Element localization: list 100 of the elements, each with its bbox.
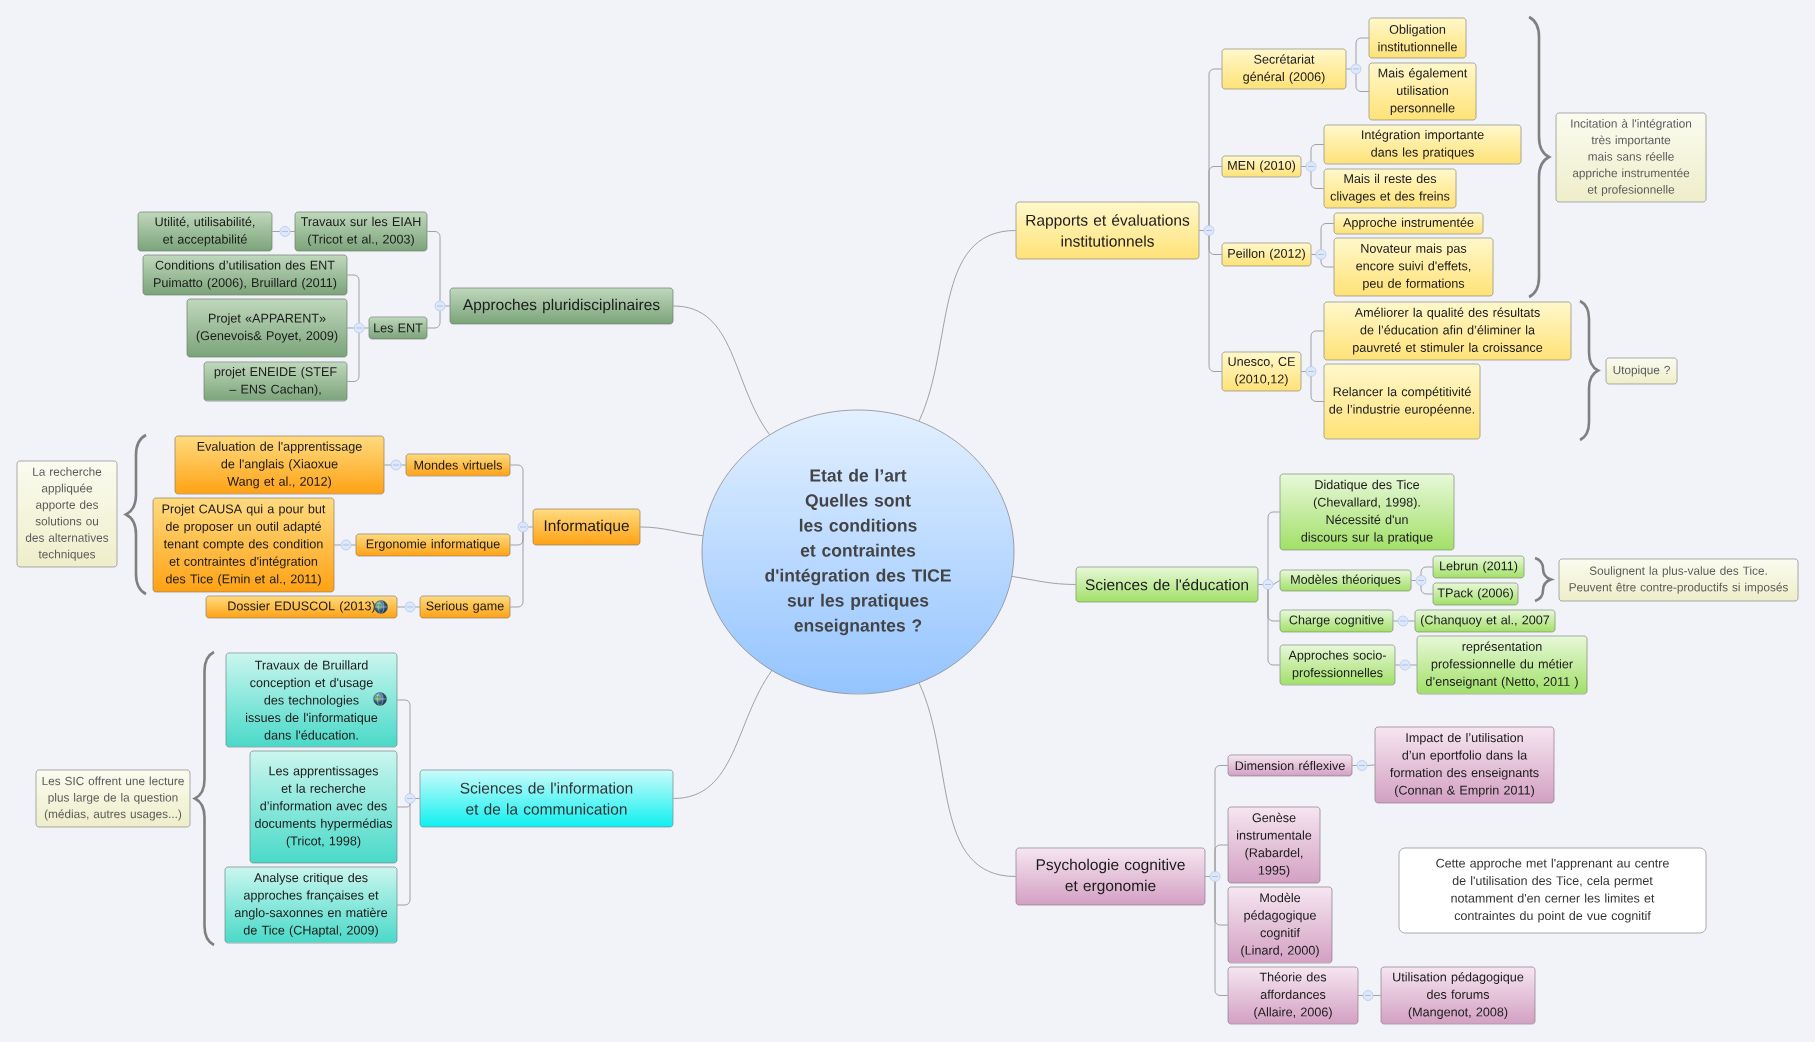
note-box: Les SIC offrent une lecture plus large de la question (médias, autres usages...) [35,769,191,828]
connector [271,231,281,232]
connector [918,230,1017,422]
subtopic-box: Conditions d’utilisation des ENT Puimatto (2006), Bruillard (2011) [142,254,348,296]
subtopic-box: Didatique des Tice (Chevallard, 1998). Nécessité d'un discours sur la pratique [1279,473,1455,551]
connector [1208,235,1223,372]
subtopic-box: Travaux de Bruillard conception et d'usage des technologies issues de l'informatique dans l'éducation. [225,652,398,748]
note-box: Soulignent la plus-value des Tice. Peuvent être contre-productifs si imposés [1558,558,1799,602]
subtopic-box: Ergonomie informatique [355,533,511,557]
subtopic-box: Intégration importante dans les pratiques [1323,124,1522,165]
connector [509,531,524,608]
topic-box: Psychologie cognitive et ergonomie [1015,847,1206,906]
subtopic-box: Unesco, CE (2010,12) [1221,351,1302,392]
connector [350,544,357,546]
note-box: La recherche appliquée apporte des solutions ou des alternatives techniques [16,460,118,568]
connector [1011,576,1077,585]
subtopic-box: Obligation institutionnelle [1368,17,1467,59]
connector [1310,376,1325,402]
connector [396,606,406,608]
connector [1320,223,1335,250]
subtopic-box: Modèle pédagogique cognitif (Linard, 2000) [1227,886,1333,964]
topic-box: Rapports et évaluations institutionnels [1015,201,1200,260]
subtopic-box: Approches socio-professionnelles [1279,644,1396,686]
connector [414,798,421,799]
connector [1355,37,1370,65]
subtopic-box: Relancer la compétitivité de l’industrie européenne. [1323,363,1481,440]
connector [1392,620,1399,622]
connector [1372,995,1382,996]
connector [1267,589,1281,666]
subtopic-box: Evaluation de l'apprentissage de l'anglais (Xiaoxue Wang et al., 2012) [174,435,385,495]
subtopic-box: Serious game [419,595,511,619]
connector [1310,330,1325,367]
connector [333,544,342,546]
subtopic-box: TPack (2006) [1432,582,1519,606]
connector [1267,511,1281,580]
connector [1407,620,1416,622]
connector [414,606,421,608]
connector [426,231,441,302]
subtopic-box: Projet «APPARENT» (Genevois& Poyet, 2009) [186,298,348,358]
connector [1410,580,1417,581]
subtopic-box: Mais il reste des clivages et des freins [1323,168,1457,209]
connector [396,803,411,906]
connector [1355,73,1370,92]
connector [1204,876,1211,877]
connector [1345,68,1352,70]
subtopic-box: représentation professionnelle du métier d’enseignant (Netto, 2011 ) [1416,635,1588,695]
note-box: Cette approche met l'apprenant au centre de l'utilisation des Tice, cela permet notamment d'en cerner les limites et contraintes du point de vue cognitif [1398,847,1707,934]
subtopic-box: Modèles théoriques [1279,569,1412,592]
subtopic-box: Impact de l’utilisation d’un eportfolio dans la formation des enseignants (Connan & Emprin 2011) [1374,726,1555,804]
subtopic-box: Les ENT [368,316,428,340]
subtopic-box: Novateur mais pas encore suivi d'effets, peu de formations [1333,237,1494,297]
subtopic-box: Utilisation pédagogique des forums (Mangenot, 2008) [1380,966,1536,1025]
connector [918,682,1017,877]
subtopic-box: Les apprentissages et la recherche d’information avec des documents hypermédias (Tricot, 1998) [249,750,398,864]
topic-box: Sciences de l'éducation [1075,566,1259,603]
subtopic-box: MEN (2010) [1221,155,1302,178]
connector [672,670,773,799]
connector [396,699,411,794]
connector [346,327,355,329]
connector [1310,171,1325,189]
connector [1420,585,1434,595]
connector [1351,765,1358,766]
connector [1272,580,1281,585]
subtopic-box: Charge cognitive [1279,609,1394,633]
connector [1310,254,1317,255]
subtopic-box: Dimension réflexive [1227,754,1353,777]
connector [1300,371,1307,372]
topic-box: Informatique [532,508,641,546]
connector [1214,881,1229,996]
subtopic-box: (Chanquoy et al., 2007 [1414,609,1556,633]
connector [1300,166,1307,167]
connector [1198,230,1205,231]
subtopic-box: Genèse instrumentale (Rabardel, 1995) [1227,806,1321,884]
connector [1208,166,1223,226]
connector [1320,259,1335,268]
connector [1257,584,1264,585]
subtopic-box: Dossier EDUSCOL (2013) [205,595,398,619]
subtopic-box: Analyse critique des approches françaises et anglo-saxonnes en matière de Tice (CHaptal, 2009) [224,866,398,944]
note-box: Incitation à l'intégration très importante mais sans réelle appriche instrumentée et profesionnelle [1555,112,1707,203]
connector [672,305,770,435]
subtopic-box: Mondes virtuels [405,453,511,477]
connector [1214,844,1229,872]
connector [289,231,296,232]
subtopic-box: Améliorer la qualité des résultats de l’éducation afin d’éliminer la pauvreté et stimuler la croissance [1323,301,1572,361]
connector [1420,566,1434,576]
connector [363,327,370,329]
subtopic-box: Mais également utilisation personnelle [1368,62,1477,121]
subtopic-box: projet ENEIDE (STEF – ENS Cachan), [203,361,348,402]
subtopic-box: Peillon (2012) [1221,242,1312,267]
connector [426,310,441,329]
connector [396,803,411,808]
topic-box: Sciences de l'information et de la communication [419,769,674,828]
connector [509,464,524,523]
subtopic-box: Approche instrumentée [1333,212,1484,235]
connector [1357,995,1364,996]
subtopic-box: Secrétariat général (2006) [1221,48,1347,90]
connector [346,274,360,324]
subtopic-box: Travaux sur les EIAH (Tricot et al., 2003) [294,211,428,252]
topic-box: Approches pluridisciplinaires [449,287,674,325]
connector [1409,664,1418,666]
